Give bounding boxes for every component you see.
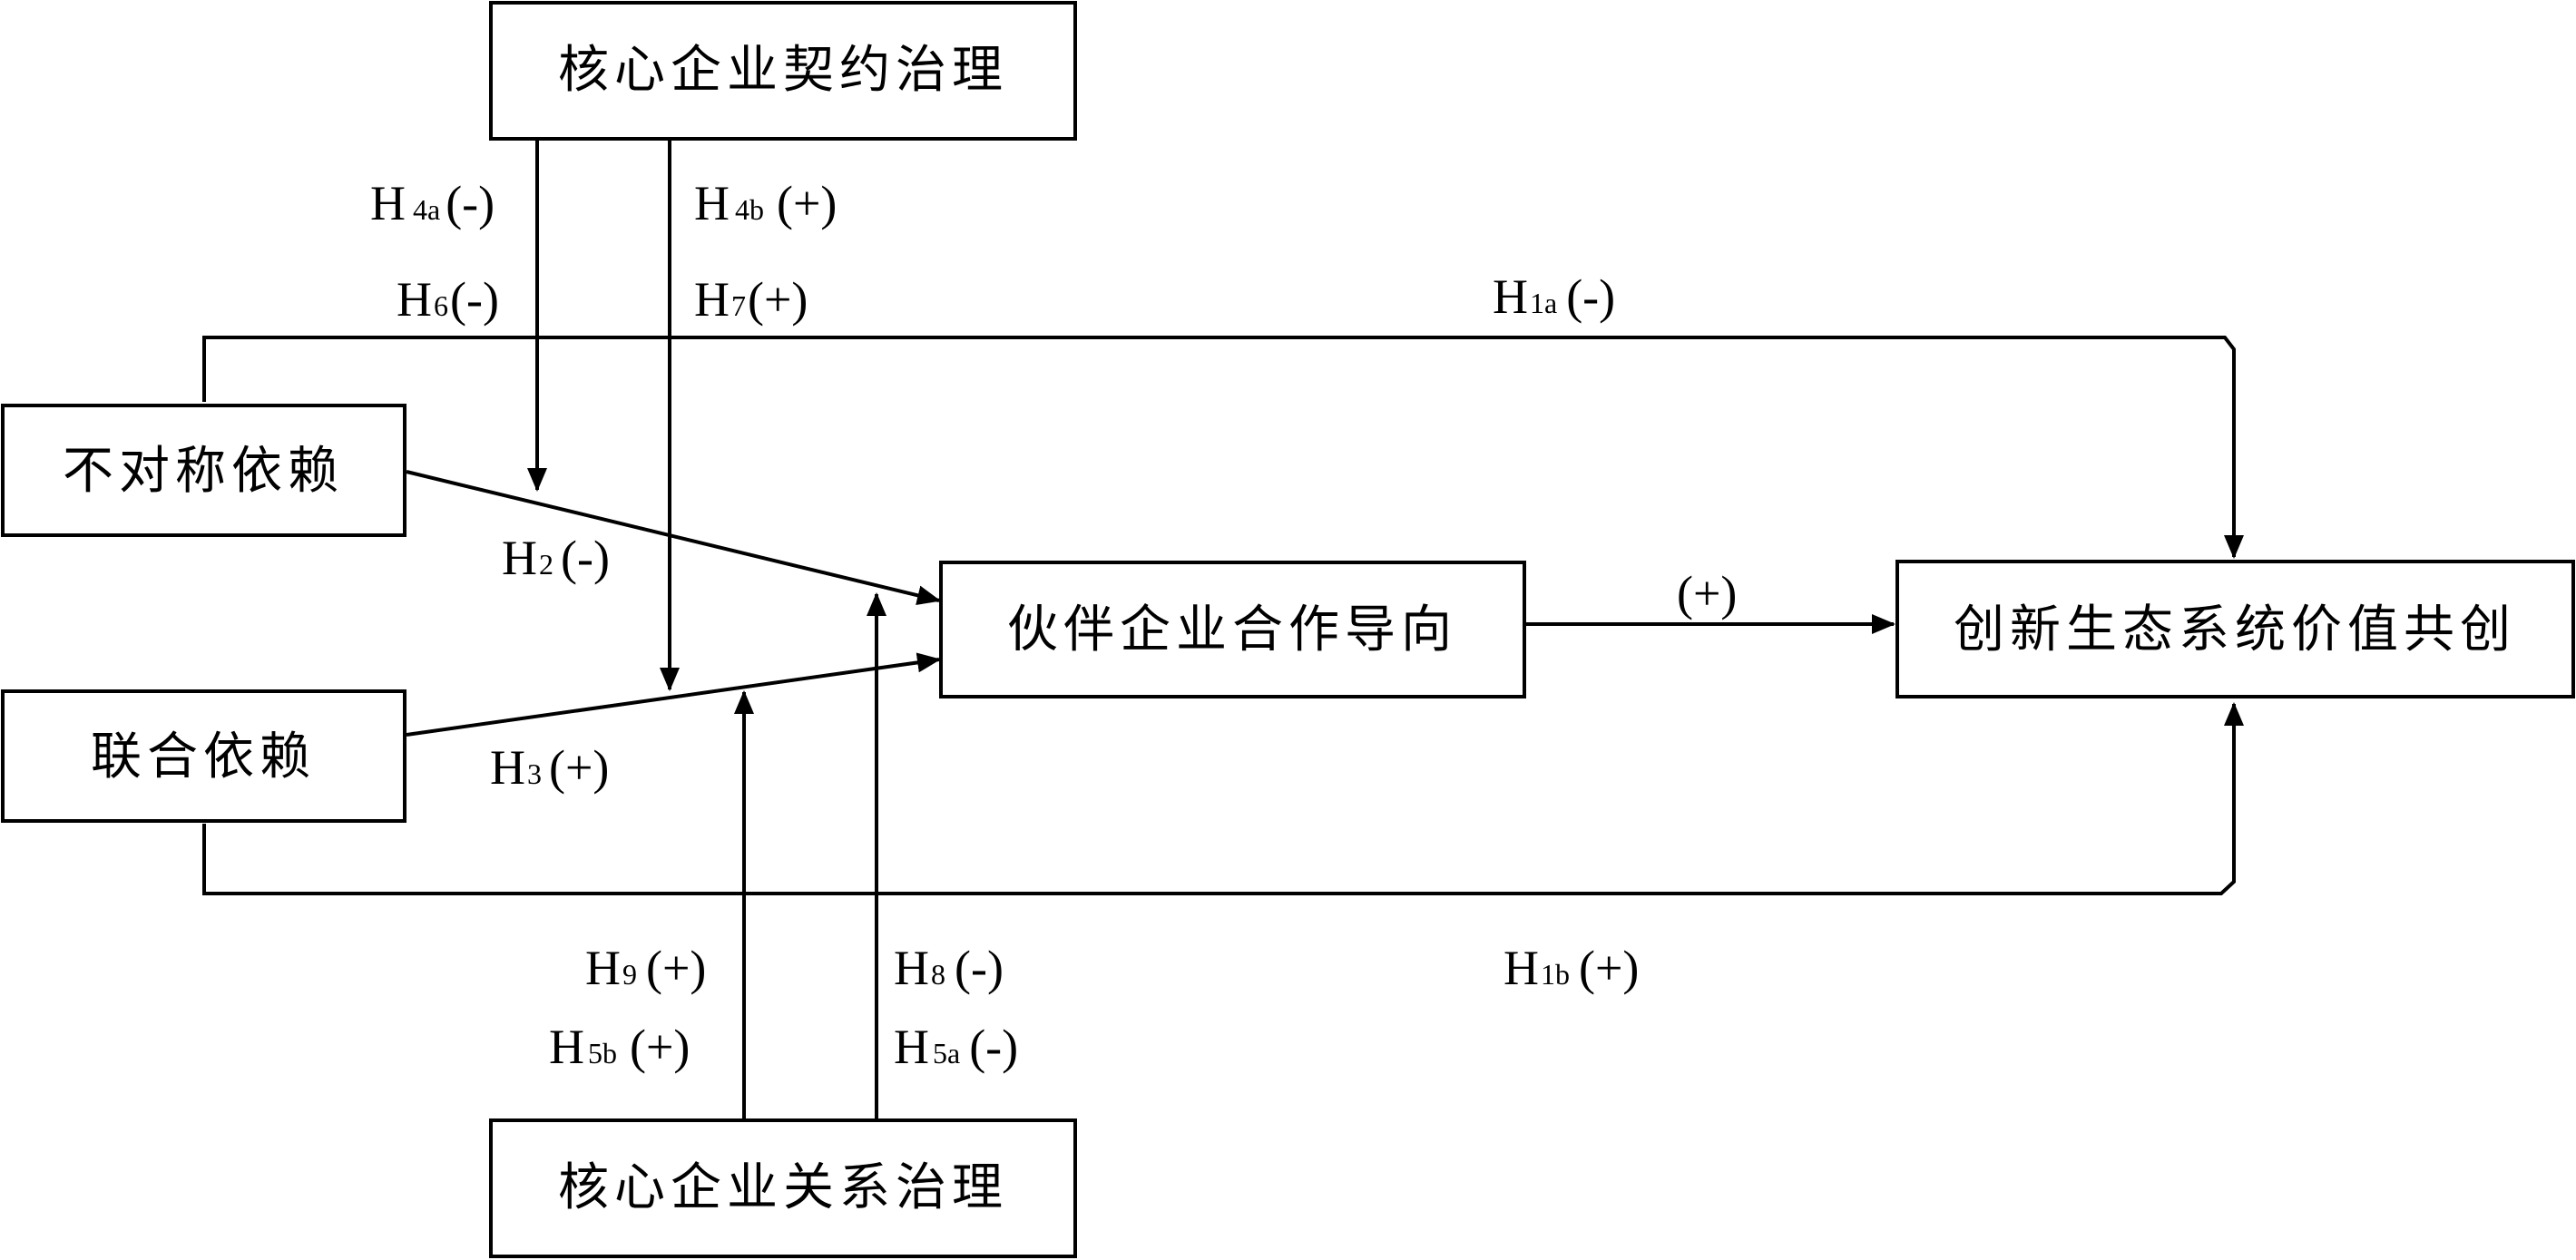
- node-value-cocreation: 创新生态系统价值共创: [1895, 560, 2575, 698]
- node-joint-dependence: 联合依赖: [1, 689, 406, 823]
- path-h1a: [202, 336, 2244, 559]
- label-h6: H6(-): [397, 272, 499, 327]
- node-core-contract-governance: 核心企业契约治理: [489, 1, 1077, 141]
- label-h8: H8(-): [894, 941, 1004, 995]
- path-h1b: [202, 702, 2244, 895]
- node-partner-cooperation: 伙伴企业合作导向: [939, 561, 1526, 698]
- arrow-h3: [406, 652, 941, 737]
- label-h9: H9(+): [585, 941, 706, 995]
- node-partner-cooperation-label: 伙伴企业合作导向: [1007, 601, 1457, 659]
- label-h1b: H1b(+): [1503, 941, 1639, 995]
- label-h7: H7(+): [694, 272, 808, 327]
- node-joint-dependence-label: 联合依赖: [91, 728, 316, 786]
- label-h3: H3(+): [490, 740, 609, 795]
- node-core-relational-governance-label: 核心企业关系治理: [558, 1158, 1008, 1217]
- label-h1a: H1a(-): [1493, 269, 1615, 324]
- node-value-cocreation-label: 创新生态系统价值共创: [1954, 601, 2516, 659]
- node-asymmetric-dependence: 不对称依赖: [1, 404, 406, 537]
- arrow-h2: [406, 470, 941, 606]
- label-plus: (+): [1677, 566, 1737, 620]
- node-asymmetric-dependence-label: 不对称依赖: [63, 442, 344, 501]
- node-core-contract-governance-label: 核心企业契约治理: [558, 41, 1008, 100]
- connectors: [202, 141, 2244, 1120]
- label-h2: H2(-): [502, 531, 610, 585]
- node-core-relational-governance: 核心企业关系治理: [489, 1118, 1077, 1258]
